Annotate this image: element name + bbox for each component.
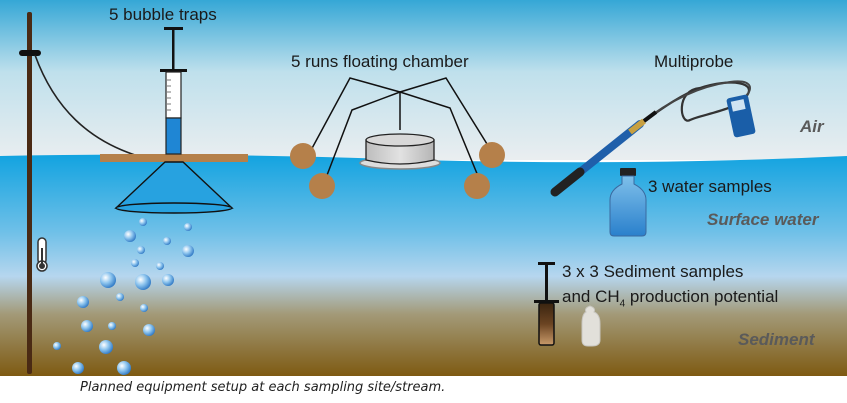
gas-bubbles bbox=[53, 218, 194, 375]
ch4-prefix: and CH bbox=[562, 287, 620, 306]
bubble-traps-label: 5 bubble traps bbox=[109, 5, 217, 24]
sensor-pole bbox=[19, 12, 136, 374]
air-zone bbox=[0, 0, 847, 160]
equipment-diagram bbox=[0, 0, 847, 376]
ch4-suffix: production potential bbox=[625, 287, 779, 306]
bubble-trap bbox=[100, 27, 248, 214]
thermometer-icon bbox=[36, 237, 48, 272]
water-samples-label: 3 water samples bbox=[648, 177, 772, 196]
sediment-samples-label-line1: 3 x 3 Sediment samples bbox=[562, 262, 744, 281]
sediment-corer bbox=[534, 262, 559, 346]
zone-label-sediment: Sediment bbox=[738, 330, 815, 349]
multiprobe-label: Multiprobe bbox=[654, 52, 734, 71]
sediment-samples-label-line2: and CH4 production potential bbox=[562, 287, 778, 309]
floating-chamber bbox=[290, 77, 505, 199]
zone-label-air: Air bbox=[800, 117, 824, 136]
zone-label-surface-water: Surface water bbox=[707, 210, 819, 229]
floating-chamber-label: 5 runs floating chamber bbox=[291, 52, 469, 71]
ch4-subscript: 4 bbox=[619, 298, 626, 310]
multiprobe bbox=[550, 80, 756, 197]
sediment-sample-bag bbox=[581, 305, 601, 347]
water-sample-bottle bbox=[609, 168, 647, 237]
figure-caption: Planned equipment setup at each sampling… bbox=[80, 380, 446, 395]
